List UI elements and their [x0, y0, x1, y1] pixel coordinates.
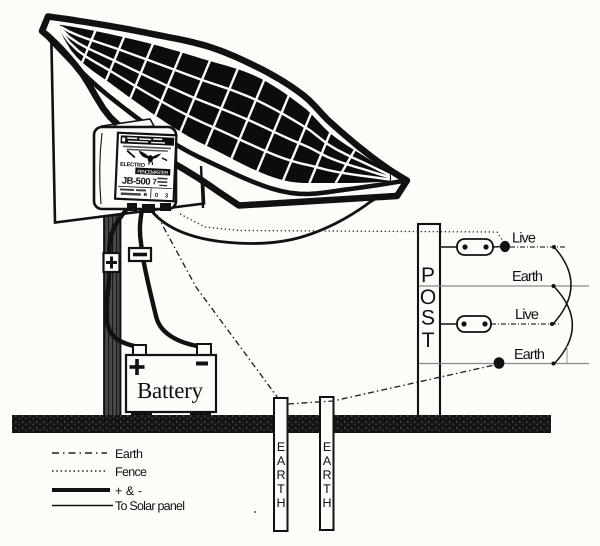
svg-text:+ & -: + & -	[115, 484, 142, 498]
svg-text:Earth: Earth	[512, 269, 543, 285]
svg-text:Live: Live	[512, 231, 536, 247]
svg-text:3: 3	[165, 192, 169, 199]
svg-text:T: T	[323, 482, 331, 496]
svg-text:S: S	[421, 307, 435, 330]
svg-text:Battery: Battery	[137, 378, 204, 403]
svg-text:T: T	[422, 329, 435, 352]
svg-text:P: P	[421, 264, 435, 287]
svg-text:O: O	[420, 286, 436, 309]
svg-text:Live: Live	[515, 307, 539, 323]
svg-text:7: 7	[152, 177, 157, 186]
svg-text:H: H	[322, 496, 331, 510]
svg-text:To Solar panel: To Solar panel	[115, 499, 185, 513]
svg-text:R: R	[322, 468, 331, 482]
svg-text:0: 0	[155, 192, 159, 199]
svg-text:Earth: Earth	[115, 447, 143, 461]
svg-text:R: R	[276, 468, 285, 482]
svg-text:FENCEMASTER: FENCEMASTER	[137, 169, 169, 176]
svg-text:A: A	[323, 454, 332, 468]
svg-text:A: A	[277, 454, 286, 468]
svg-text:Fence: Fence	[115, 465, 147, 479]
svg-text:E: E	[277, 440, 285, 454]
svg-text:H: H	[276, 496, 285, 510]
svg-text:E: E	[323, 440, 331, 454]
svg-text:ELECTRO: ELECTRO	[120, 162, 146, 169]
svg-text:JB-500: JB-500	[122, 175, 151, 187]
svg-text:T: T	[277, 482, 285, 496]
svg-text:Earth: Earth	[514, 347, 545, 363]
